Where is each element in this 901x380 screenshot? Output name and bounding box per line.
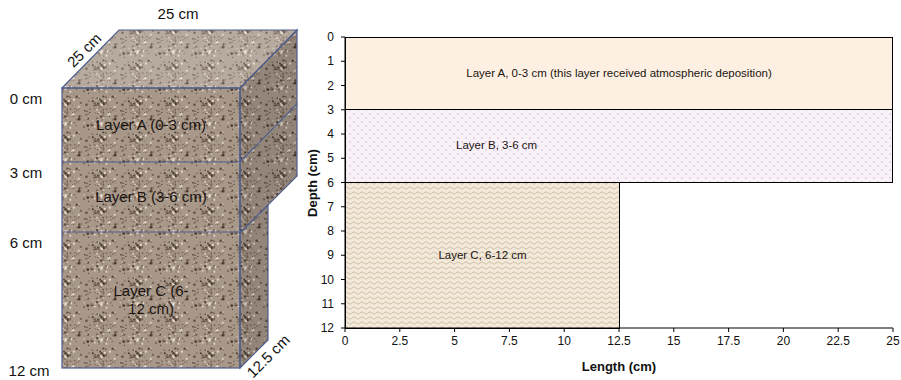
tick-label: 1 bbox=[327, 55, 334, 67]
layer-label: Layer C, 6-12 cm bbox=[438, 249, 526, 263]
dimension-label: 25 cm bbox=[158, 6, 199, 21]
tick-label: 7.5 bbox=[501, 335, 518, 347]
tick-label: 12.5 bbox=[607, 335, 630, 347]
tick-label: 8 bbox=[327, 225, 334, 237]
tick-label: 10 bbox=[558, 335, 571, 347]
tick-label: 22.5 bbox=[827, 335, 850, 347]
tick-label: 20 bbox=[777, 335, 790, 347]
layer-label: Layer B (3-6 cm) bbox=[95, 188, 207, 206]
layer-fills bbox=[345, 37, 893, 328]
layer-label: Layer A, 0-3 cm (this layer received atm… bbox=[466, 67, 772, 81]
soil-block bbox=[62, 30, 297, 368]
tick-label: 12 bbox=[321, 322, 334, 334]
tick-label: 6 bbox=[327, 177, 334, 189]
soil-face: Layer A (0-3 cm) bbox=[62, 88, 240, 162]
dimension-label: 12 cm bbox=[9, 363, 50, 378]
axis-title: Length (cm) bbox=[582, 360, 656, 373]
tick-label: 2 bbox=[327, 80, 334, 92]
tick-label: 15 bbox=[667, 335, 680, 347]
dimension-label: 0 cm bbox=[10, 91, 43, 106]
chart-axes bbox=[341, 37, 893, 332]
tick-label: 9 bbox=[327, 249, 334, 261]
tick-label: 0 bbox=[342, 335, 349, 347]
axis-title: Depth (cm) bbox=[306, 149, 319, 217]
dimension-label: 3 cm bbox=[10, 165, 43, 180]
tick-label: 5 bbox=[451, 335, 458, 347]
soil-face: Layer B (3-6 cm) bbox=[62, 162, 240, 232]
tick-label: 17.5 bbox=[717, 335, 740, 347]
layer-label: Layer B, 3-6 cm bbox=[456, 139, 537, 153]
tick-label: 2.5 bbox=[391, 335, 408, 347]
layer-label: Layer A (0-3 cm) bbox=[96, 116, 206, 134]
dimension-label: 6 cm bbox=[10, 235, 43, 250]
dimension-label: 12.5 cm bbox=[244, 332, 292, 380]
layer-band: Layer C, 6-12 cm bbox=[345, 182, 620, 329]
layer-label: Layer C (6-12 cm) bbox=[106, 282, 196, 318]
tick-label: 25 bbox=[886, 335, 899, 347]
tick-label: 11 bbox=[322, 298, 334, 310]
dimension-label: 25 cm bbox=[64, 30, 103, 69]
tick-label: 0 bbox=[327, 31, 334, 43]
tick-label: 5 bbox=[327, 152, 334, 164]
tick-label: 4 bbox=[327, 128, 334, 140]
layer-band: Layer A, 0-3 cm (this layer received atm… bbox=[345, 37, 893, 110]
tick-label: 10 bbox=[321, 274, 334, 286]
layer-band: Layer B, 3-6 cm bbox=[345, 109, 893, 183]
soil-face: Layer C (6-12 cm) bbox=[62, 232, 240, 368]
tick-label: 3 bbox=[327, 104, 334, 116]
tick-label: 7 bbox=[327, 201, 334, 213]
